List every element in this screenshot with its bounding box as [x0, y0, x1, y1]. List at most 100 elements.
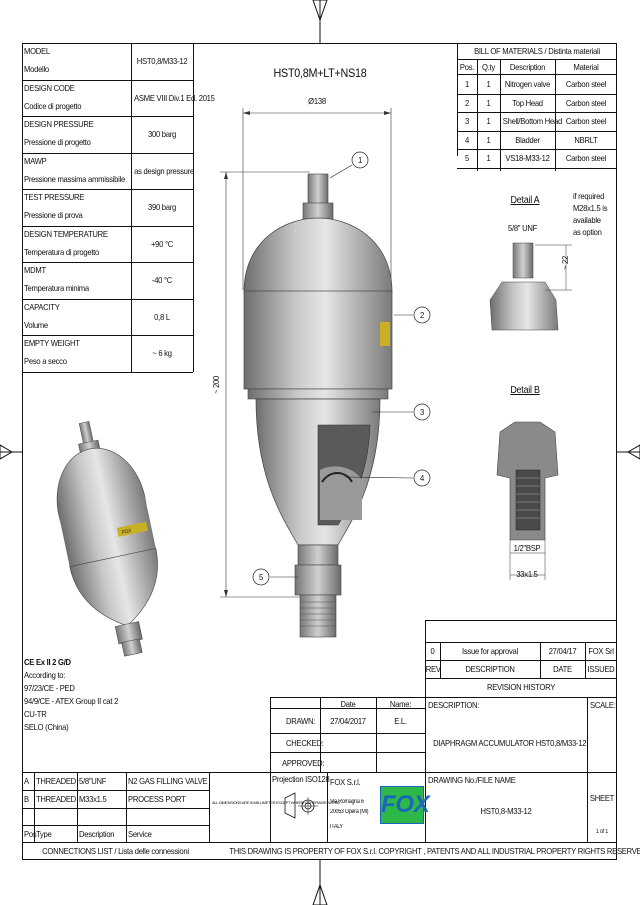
company-name: FOX S.r.l.	[330, 777, 361, 787]
rule-line	[22, 79, 193, 81]
rule-line	[270, 772, 271, 842]
bom-header: Description	[509, 62, 546, 72]
rule-line	[22, 116, 193, 117]
detail-a-title: Detail A	[510, 195, 540, 206]
rule-line	[22, 371, 193, 373]
rule-line	[425, 642, 617, 643]
spec-label-it: Modello	[24, 64, 49, 74]
rule-line	[457, 59, 617, 60]
bom-cell: 1	[486, 116, 491, 126]
bom-header: Q.ty	[482, 62, 495, 72]
detail-a-thread: 5/8" UNF	[507, 223, 538, 233]
rule-line	[477, 59, 478, 171]
spec-label-en: EMPTY WEIGHT	[24, 338, 80, 348]
bom-cell: 3	[465, 116, 469, 126]
rule-line	[22, 43, 193, 44]
spec-label-it: Volume	[24, 319, 48, 330]
company-address1: Via Romagna 6	[330, 799, 364, 805]
rule-line	[457, 93, 617, 95]
bom-cell: Shell/Bottom Head	[502, 116, 562, 126]
rule-line	[320, 697, 321, 772]
bom-cell: 1	[486, 97, 491, 108]
bom-cell: 1	[465, 79, 469, 89]
connection-cell: 5/8"UNF	[79, 776, 107, 786]
connection-cell: PROCESS PORT	[128, 794, 186, 804]
bom-title: BILL OF MATERIALS / Distinta materiali	[474, 46, 600, 56]
bom-cell: Carbon steel	[565, 79, 607, 89]
rule-line	[270, 752, 425, 753]
connection-cell: B	[24, 794, 29, 804]
rule-line	[457, 167, 617, 169]
drawn-name: E.L.	[394, 716, 407, 726]
bom-cell: 5	[465, 153, 469, 163]
connection-cell: THREADED	[36, 794, 76, 804]
spec-value: HST0,8/M33-12	[136, 56, 188, 66]
rule-line	[22, 298, 193, 300]
bom-cell: NBRLT	[574, 134, 598, 145]
rule-line	[193, 43, 194, 372]
spec-label-it: Pressione di prova	[24, 210, 83, 220]
sheet-label: SHEET	[589, 793, 615, 803]
rule-line	[587, 772, 588, 842]
drawn-date: 27/04/2017	[330, 716, 366, 726]
spec-value: as design pressure	[134, 165, 194, 176]
spec-label-it: Codice di progetto	[24, 100, 82, 111]
connection-header: Service	[128, 829, 152, 839]
rule-line	[209, 772, 210, 842]
connection-cell: M33x1.5	[79, 794, 107, 804]
rule-line	[77, 772, 78, 842]
dim-diameter: Ø138	[308, 96, 326, 106]
bom-cell: 1	[486, 134, 491, 145]
bom-header: Pos.	[459, 62, 475, 72]
bom-cell: Nitrogen valve	[504, 79, 551, 89]
detail-b-thread2: 33x1.5	[516, 569, 538, 579]
spec-label-it: Temperatura minima	[24, 283, 89, 293]
cert-line: CU-TR	[24, 709, 47, 719]
revision-cell: 0	[430, 646, 435, 656]
rule-line	[270, 708, 425, 709]
spec-label-en: MDMT	[24, 265, 46, 275]
spec-label-en: DESIGN PRESSURE	[24, 119, 94, 129]
revision-header: REV	[425, 664, 441, 674]
spec-label-en: DESIGN TEMPERATURE	[24, 228, 108, 239]
balloon-3: 3	[420, 407, 424, 417]
rule-line	[270, 697, 271, 772]
cert-line: SELO (China)	[24, 722, 69, 732]
connection-cell: A	[24, 776, 29, 786]
drawing-title: HST0,8M+LT+NS18	[273, 66, 367, 80]
balloon-4: 4	[420, 473, 424, 483]
rule-line	[457, 130, 617, 132]
connection-cell: THREADED	[36, 776, 76, 786]
cert-line: According to:	[24, 670, 66, 680]
projection-label: Projection ISO128	[272, 774, 330, 784]
rule-line	[457, 149, 617, 150]
rule-line	[22, 335, 193, 336]
balloon-1: 1	[358, 155, 362, 165]
bom-header: Material	[573, 62, 599, 72]
bom-cell: Carbon steel	[565, 97, 607, 108]
rule-line	[22, 152, 193, 154]
spec-label-en: MAWP	[24, 155, 47, 166]
rule-line	[22, 772, 617, 773]
drawn-label: DRAWN:	[286, 716, 316, 726]
spec-value: +90 °C	[150, 238, 174, 249]
sig-date-header: Date	[340, 699, 356, 709]
company-country: ITALY	[330, 824, 343, 830]
connection-header: Type	[36, 829, 52, 839]
rule-line	[376, 697, 377, 772]
checked-label: CHECKED:	[286, 738, 324, 748]
detail-a-note: if required M28x1.5 is available as opti…	[573, 191, 608, 237]
spec-label-it: Temperatura di progetto	[24, 246, 100, 257]
connection-header: Pos	[24, 829, 37, 839]
spec-value: -40 °C	[151, 275, 173, 285]
connection-header: Description	[79, 829, 115, 839]
rule-line	[425, 772, 426, 842]
rule-line	[457, 74, 617, 75]
rule-line	[540, 642, 541, 678]
balloon-2: 2	[420, 310, 424, 320]
spec-label-it: Pressione massima ammissibile	[24, 173, 126, 184]
